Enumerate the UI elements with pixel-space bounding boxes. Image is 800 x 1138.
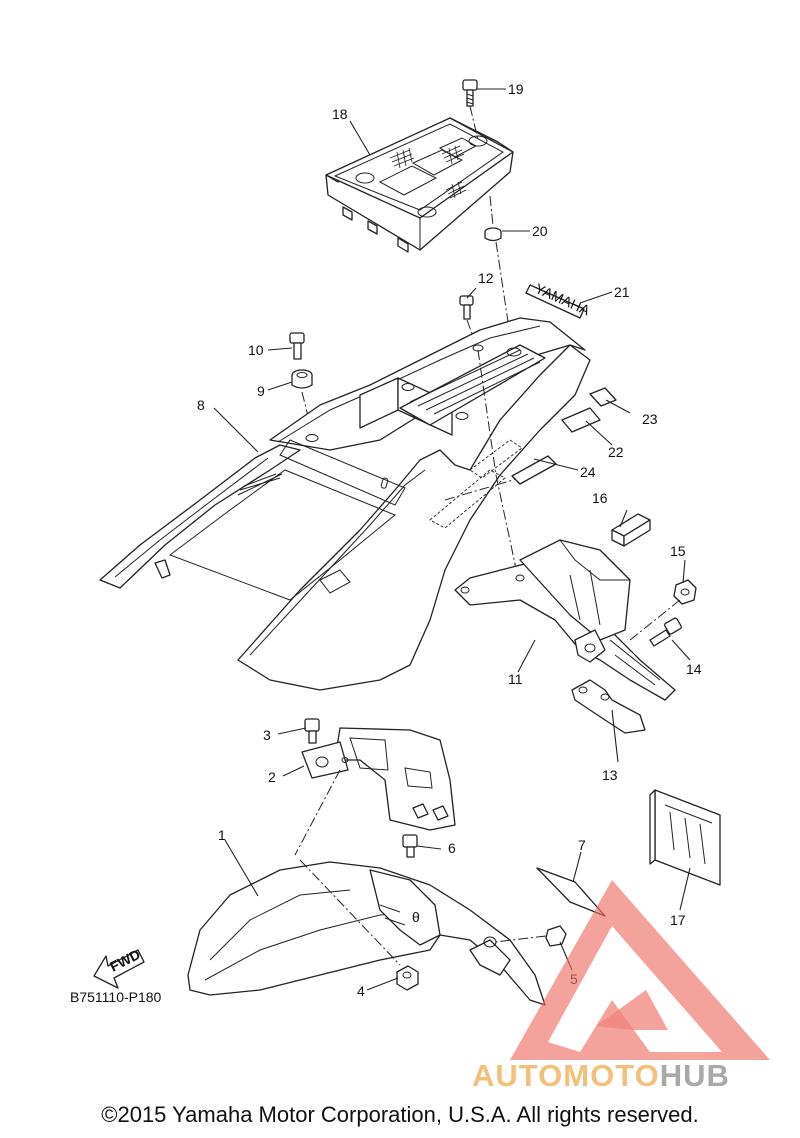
- callout-21: 21: [614, 284, 630, 300]
- callout-8: 8: [197, 397, 205, 413]
- part-6-bolt: [402, 834, 418, 858]
- fwd-arrow-icon: FWD: [93, 946, 145, 989]
- diagram-code: B751110-P180: [70, 989, 162, 1005]
- part-10-bolt: [289, 332, 305, 360]
- part-18-luggage-rack: [325, 117, 514, 253]
- part-3-bolt: [304, 718, 320, 744]
- part-7-sticker: [536, 867, 606, 917]
- part-8-rear-cover: [99, 317, 591, 691]
- part-15-nut: [673, 579, 697, 605]
- callout-19: 19: [508, 81, 524, 97]
- callout-10: 10: [248, 342, 264, 358]
- part-4-nut: [396, 965, 419, 991]
- part-12-bolt: [459, 295, 474, 320]
- watermark-text-part2: HUB: [659, 1058, 730, 1093]
- part-11-rear-fender: [454, 539, 676, 701]
- callout-7: 7: [578, 837, 586, 853]
- callout-9: 9: [257, 383, 265, 399]
- part-24-pad: [511, 455, 557, 485]
- part-17-panel: [649, 789, 721, 886]
- part-16-cushion: [611, 513, 651, 547]
- callout-16: 16: [592, 490, 608, 506]
- part-5-bolt: [545, 925, 567, 947]
- part-1-front-fender: θ: [187, 861, 546, 1006]
- watermark-text-part1: AUTOMOTO: [472, 1058, 660, 1093]
- callout-15: 15: [670, 543, 686, 559]
- part-13-bracket: [571, 679, 646, 734]
- part-14-bolt: [649, 617, 682, 647]
- part-21-emblem: YAMAHA: [525, 280, 593, 319]
- part-2-bracket: [301, 727, 456, 831]
- callout-13: 13: [602, 767, 618, 783]
- callout-14: 14: [686, 661, 702, 677]
- callout-1: 1: [218, 827, 226, 843]
- part-22-pad: [561, 407, 601, 433]
- callout-17: 17: [670, 912, 686, 928]
- watermark-text: AUTOMOTOHUB: [472, 1058, 730, 1094]
- svg-text:θ: θ: [412, 909, 420, 925]
- callout-2: 2: [268, 769, 276, 785]
- callout-6: 6: [448, 840, 456, 856]
- part-19-bolt: [462, 79, 478, 107]
- callout-4: 4: [357, 983, 365, 999]
- callout-22: 22: [608, 444, 624, 460]
- watermark-logo-icon: [510, 880, 770, 1060]
- copyright-notice: ©2015 Yamaha Motor Corporation, U.S.A. A…: [101, 1102, 699, 1127]
- callout-20: 20: [532, 223, 548, 239]
- callout-11: 11: [508, 671, 523, 687]
- callout-12: 12: [478, 270, 494, 286]
- callout-18: 18: [332, 106, 348, 122]
- callout-24: 24: [580, 464, 596, 480]
- callout-23: 23: [642, 411, 658, 427]
- part-20-collar: [484, 227, 502, 242]
- callout-3: 3: [263, 727, 271, 743]
- part-9-grommet: [291, 369, 313, 389]
